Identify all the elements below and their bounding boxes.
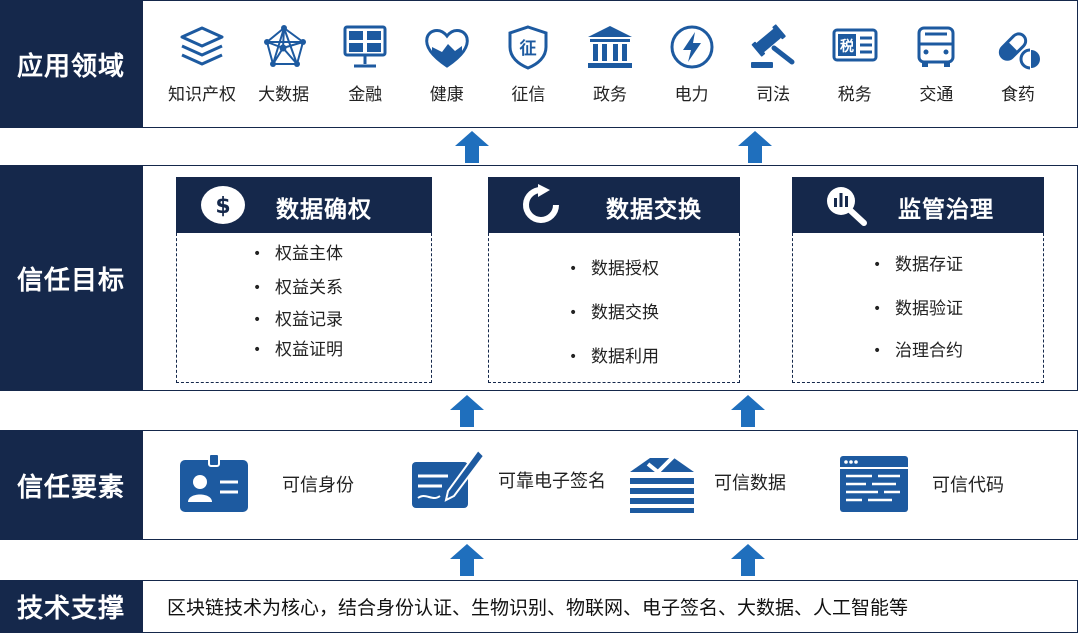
- domain-item[interactable]: 金融: [326, 24, 404, 105]
- data-stack-icon: [630, 452, 694, 513]
- arrow-up-icon: [455, 131, 489, 163]
- goal-item: 数据存证: [873, 243, 963, 287]
- svg-text:$: $: [215, 194, 230, 219]
- tax-icon: 税: [832, 28, 878, 61]
- domain-label: 电力: [674, 84, 709, 105]
- goal-item: 治理合约: [873, 331, 963, 371]
- goal-card-data-exchange: 数据交换 数据授权 数据交换 数据利用: [488, 177, 740, 383]
- domain-item[interactable]: 政务: [571, 24, 649, 105]
- goal-item: 数据授权: [569, 247, 659, 291]
- goal-card-data-rights: $ 数据确权 权益主体 权益关系 权益记录 权益证明: [176, 177, 432, 383]
- heart-icon: [424, 28, 469, 68]
- element-label: 可信身份: [282, 475, 354, 496]
- domain-item[interactable]: 税 税务: [816, 24, 894, 105]
- goal-item: 权益证明: [253, 335, 343, 365]
- shield-icon: 征: [508, 24, 548, 70]
- domain-item[interactable]: 征 征信: [489, 24, 567, 105]
- domain-label: 食药: [1000, 84, 1035, 105]
- domain-item[interactable]: 健康: [408, 24, 486, 105]
- goal-title: 数据交换: [606, 197, 702, 223]
- row-label-tech: 技术支撑: [0, 580, 142, 633]
- element-item[interactable]: 可靠电子签名: [408, 448, 606, 512]
- domain-label: 大数据: [258, 84, 310, 105]
- domain-item[interactable]: 司法: [734, 23, 812, 105]
- domain-label: 金融: [348, 84, 383, 105]
- domain-label: 政务: [592, 84, 627, 105]
- lightning-icon: [670, 25, 714, 68]
- goal-item: 数据利用: [569, 335, 659, 379]
- goal-card-regulation: 监管治理 数据存证 数据验证 治理合约: [792, 177, 1044, 383]
- bus-icon: [917, 26, 955, 67]
- goal-item: 权益记录: [253, 305, 343, 335]
- gavel-icon: [751, 23, 795, 68]
- goal-item: 权益关系: [253, 271, 343, 305]
- trust-elements-panel: [142, 430, 1078, 540]
- element-item[interactable]: 可信数据: [626, 450, 786, 514]
- row-label-goals: 信任目标: [0, 165, 142, 391]
- domain-label: 征信: [511, 84, 546, 105]
- network-icon: [263, 24, 306, 67]
- domain-item[interactable]: 知识产权: [163, 24, 241, 105]
- arrow-up-icon: [731, 544, 765, 576]
- dollar-icon: $: [201, 186, 245, 224]
- refresh-icon: [523, 184, 559, 223]
- domain-item[interactable]: 电力: [653, 24, 731, 105]
- svg-text:税: 税: [840, 38, 854, 55]
- element-item[interactable]: 可信代码: [838, 452, 1004, 516]
- element-label: 可信代码: [932, 475, 1004, 496]
- goal-title: 数据确权: [276, 197, 372, 223]
- element-label: 可信数据: [714, 473, 786, 494]
- goal-title: 监管治理: [898, 197, 994, 223]
- goal-item: 数据交换: [569, 291, 659, 335]
- row-label-application: 应用领域: [0, 0, 142, 128]
- code-window-icon: [840, 456, 908, 512]
- layers-icon: [180, 26, 224, 65]
- id-card-icon: [180, 453, 248, 512]
- signature-icon: [412, 448, 484, 508]
- arrow-up-icon: [731, 395, 765, 427]
- solar-panel-icon: [343, 25, 387, 67]
- tech-support-text: 区块链技术为核心，结合身份认证、生物识别、物联网、电子签名、大数据、人工智能等: [167, 597, 909, 619]
- arrow-up-icon: [738, 131, 772, 163]
- government-building-icon: [587, 25, 632, 68]
- domain-label: 健康: [429, 84, 464, 105]
- tech-support-panel: 区块链技术为核心，结合身份认证、生物识别、物联网、电子签名、大数据、人工智能等: [142, 580, 1078, 633]
- pill-icon: [998, 31, 1040, 69]
- arrow-up-icon: [450, 544, 484, 576]
- magnifier-chart-icon: [827, 187, 867, 226]
- domain-label: 税务: [837, 84, 872, 105]
- element-label: 可靠电子签名: [498, 471, 606, 492]
- domain-label: 交通: [919, 84, 954, 105]
- domain-item[interactable]: 大数据: [245, 24, 323, 105]
- domain-item[interactable]: 食药: [979, 24, 1057, 105]
- row-label-elements: 信任要素: [0, 430, 142, 540]
- application-domains-panel: 知识产权 大数据 金融: [142, 0, 1078, 128]
- goal-item: 数据验证: [873, 287, 963, 331]
- svg-text:征: 征: [520, 38, 537, 59]
- domain-item[interactable]: 交通: [897, 24, 975, 105]
- domain-label: 司法: [756, 84, 791, 105]
- arrow-up-icon: [450, 395, 484, 427]
- domain-label: 知识产权: [168, 84, 236, 105]
- element-item[interactable]: 可信身份: [176, 452, 354, 516]
- goal-item: 权益主体: [253, 237, 343, 271]
